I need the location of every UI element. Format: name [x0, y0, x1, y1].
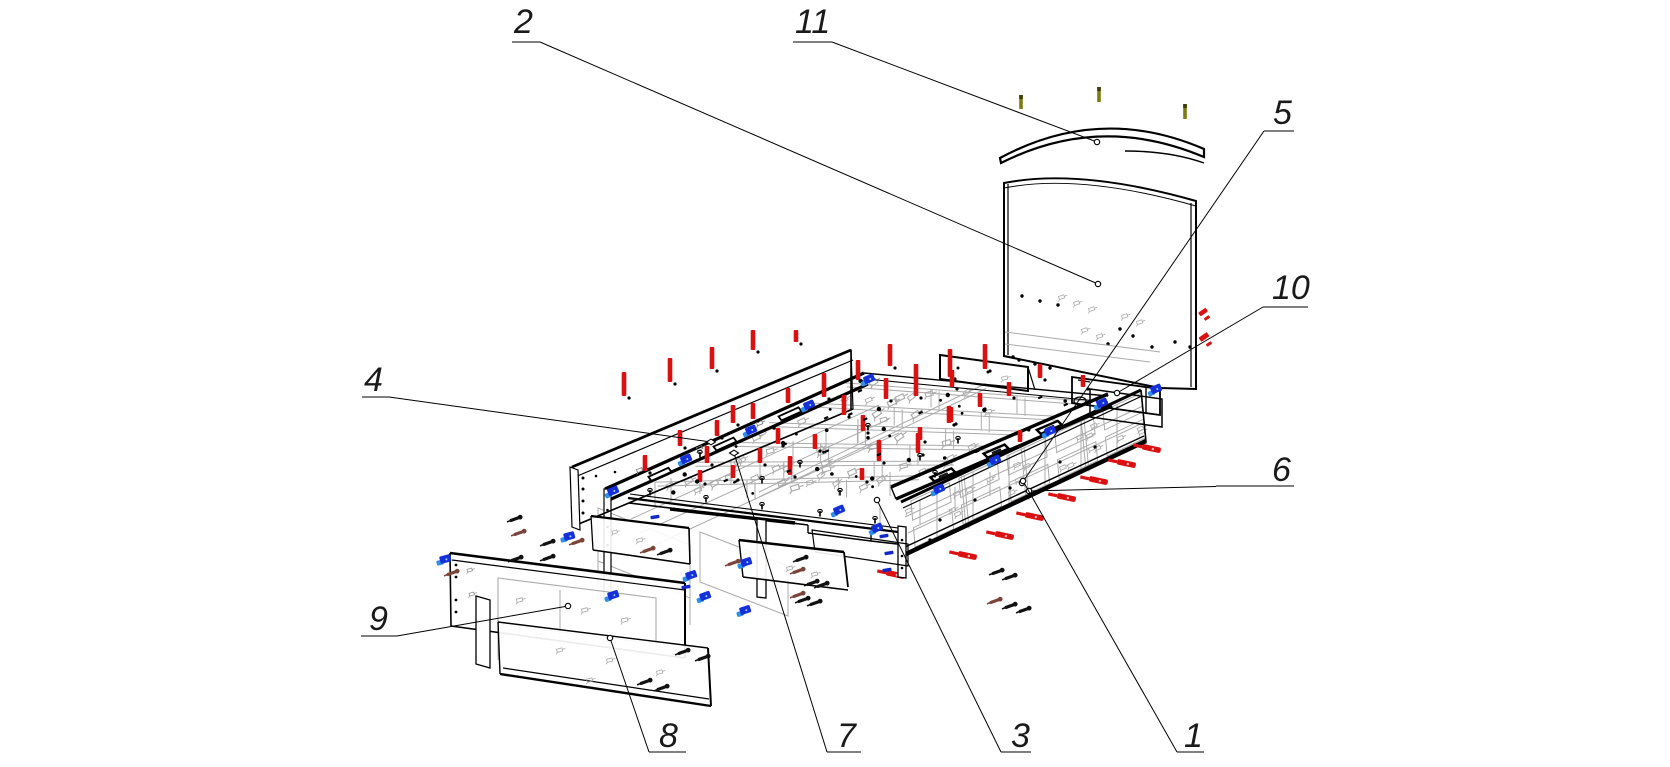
svg-text:2: 2 [513, 3, 533, 41]
svg-text:11: 11 [795, 3, 830, 41]
svg-text:5: 5 [1273, 94, 1292, 132]
svg-text:4: 4 [364, 361, 383, 399]
svg-text:10: 10 [1272, 269, 1310, 307]
svg-text:7: 7 [837, 717, 857, 755]
svg-text:8: 8 [659, 717, 678, 755]
svg-text:1: 1 [1184, 717, 1203, 755]
svg-text:9: 9 [369, 600, 388, 638]
svg-text:6: 6 [1272, 451, 1291, 489]
svg-text:3: 3 [1011, 717, 1030, 755]
